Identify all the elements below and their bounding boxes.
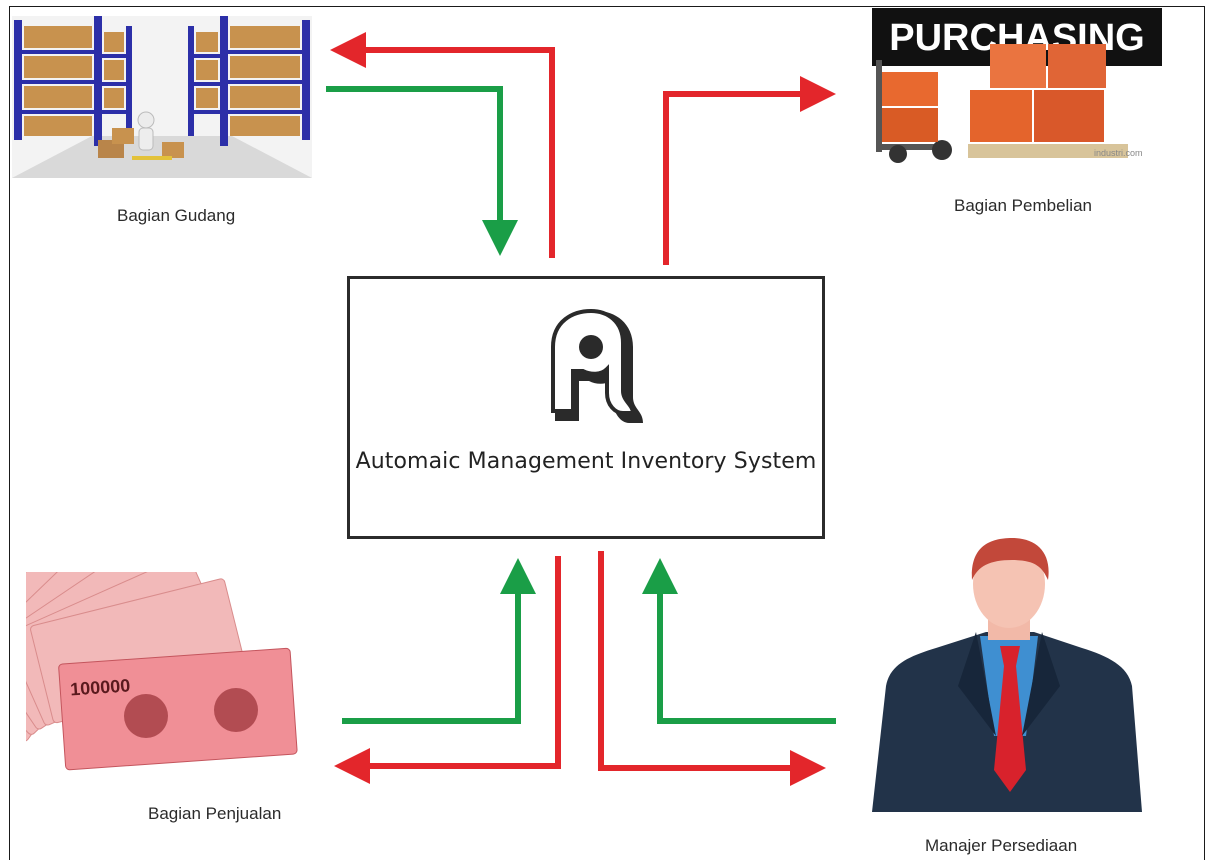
- rupiah-banknotes-image: 100000: [26, 572, 302, 788]
- manager-label: Manajer Persediaan: [925, 836, 1078, 855]
- arrow-manager-to-system: [642, 558, 836, 724]
- warehouse-label: Bagian Gudang: [117, 206, 236, 225]
- arrow-warehouse-to-system: [326, 86, 518, 256]
- sales-label: Bagian Penjualan: [148, 804, 282, 823]
- arrow-system-to-purchasing: [663, 76, 836, 265]
- letter-a-logo-icon: [551, 308, 643, 423]
- arrow-system-to-manager: [598, 551, 826, 786]
- arrow-system-to-warehouse: [330, 32, 555, 258]
- businessman-avatar-image: [872, 538, 1142, 812]
- purchasing-watermark: industri.com: [1094, 148, 1143, 158]
- arrow-sales-to-system: [342, 558, 536, 724]
- arrow-system-to-sales: [334, 556, 561, 784]
- system-title: Automaic Management Inventory System: [355, 449, 817, 474]
- banknote-value: 100000: [70, 675, 131, 699]
- purchasing-image: PURCHASING industri.com: [872, 8, 1164, 168]
- purchasing-label: Bagian Pembelian: [954, 196, 1092, 215]
- warehouse-shelves-image: [12, 16, 312, 178]
- system-box: Automaic Management Inventory System: [347, 276, 825, 539]
- diagram-frame: [9, 6, 1205, 860]
